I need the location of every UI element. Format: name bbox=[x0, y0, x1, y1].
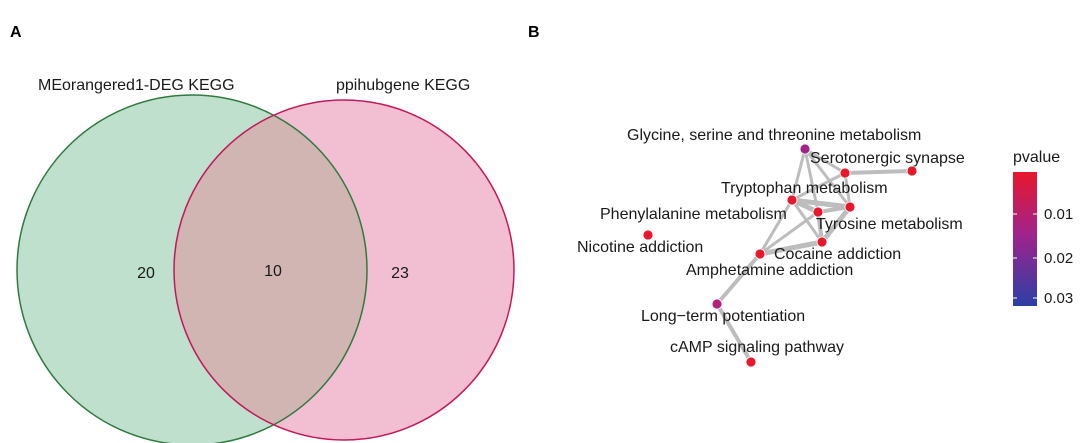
network-edge-serotonergic-tryptophan bbox=[790, 171, 847, 202]
network-edge-glycine-serotonergic bbox=[803, 147, 847, 175]
venn-set-right-title: ppihubgene KEGG bbox=[336, 77, 470, 94]
venn-set-left-title: MEorangered1-DEG KEGG bbox=[38, 77, 235, 94]
network-node-tyrosine bbox=[844, 201, 856, 213]
network-edge-cocaine-amphetamine bbox=[757, 239, 825, 257]
venn-panel: A MEorangered1-DEG KEGG ppihubgene KEGG … bbox=[10, 24, 515, 443]
network-node-ltp bbox=[711, 298, 723, 310]
network-node-nicotine bbox=[642, 229, 654, 241]
network-edge-glycine-tyrosine bbox=[803, 147, 852, 209]
network-node-camp bbox=[745, 356, 757, 368]
pvalue-legend: pvalue 0.01 0.02 0.03 bbox=[1013, 149, 1073, 307]
legend-tick-label: 0.01 bbox=[1044, 206, 1073, 223]
network-node-glycine bbox=[799, 143, 811, 155]
network-edge-tryptophan-amphetamine bbox=[758, 198, 794, 256]
network-node-phenylalanine bbox=[812, 206, 824, 218]
venn-count-intersection: 10 bbox=[264, 263, 282, 280]
legend-tick-label: 0.03 bbox=[1044, 290, 1073, 307]
network-node-labels: Glycine, serine and threonine metabolism… bbox=[577, 127, 965, 356]
network-node-tryptophan bbox=[786, 194, 798, 206]
legend-title: pvalue bbox=[1013, 149, 1060, 166]
node-label-cocaine: Cocaine addiction bbox=[774, 246, 901, 263]
network-edges bbox=[715, 147, 914, 364]
node-label-tyrosine: Tyrosine metabolism bbox=[816, 216, 963, 233]
node-label-phenylalanine: Phenylalanine metabolism bbox=[600, 206, 787, 223]
venn-intersection-region bbox=[174, 100, 367, 440]
network-node-serotonergic2 bbox=[906, 165, 918, 177]
node-label-ltp: Long−term potentiation bbox=[641, 308, 805, 325]
network-edge-phenylalanine-amphetamine bbox=[758, 210, 820, 256]
network-edge-glycine-tryptophan bbox=[790, 147, 807, 202]
node-label-nicotine: Nicotine addiction bbox=[577, 239, 703, 256]
network-edge-serotonergic-serotonergic2 bbox=[843, 169, 914, 175]
network-node-serotonergic bbox=[839, 167, 851, 179]
panel-a-label: A bbox=[10, 24, 22, 41]
panel-b-label: B bbox=[528, 24, 540, 41]
node-label-camp: cAMP signaling pathway bbox=[670, 339, 844, 356]
network-edge-amphetamine-ltp bbox=[715, 252, 762, 306]
network-edge-serotonergic-tyrosine bbox=[843, 171, 852, 209]
venn-set-left-outline bbox=[16, 94, 368, 443]
legend-tick-label: 0.02 bbox=[1044, 250, 1073, 267]
node-label-amphetamine: Amphetamine addiction bbox=[686, 262, 853, 279]
node-label-serotonergic: Serotonergic synapse bbox=[810, 150, 965, 167]
network-edge-tyrosine-cocaine bbox=[819, 204, 853, 245]
network-panel: B Glycine, serine and threonine metaboli… bbox=[528, 24, 1073, 368]
venn-set-right-outline bbox=[173, 99, 515, 441]
network-node-amphetamine bbox=[754, 248, 766, 260]
legend-colorbar bbox=[1013, 172, 1037, 306]
network-nodes bbox=[642, 143, 918, 368]
venn-count-right-only: 23 bbox=[391, 265, 409, 282]
network-node-cocaine bbox=[816, 236, 828, 248]
node-label-glycine: Glycine, serine and threonine metabolism bbox=[627, 127, 921, 144]
venn-count-left-only: 20 bbox=[137, 265, 155, 282]
node-label-tryptophan: Tryptophan metabolism bbox=[721, 180, 888, 197]
network-edge-tryptophan-tyrosine bbox=[789, 197, 853, 210]
network-edge-ltp-camp bbox=[715, 302, 753, 364]
